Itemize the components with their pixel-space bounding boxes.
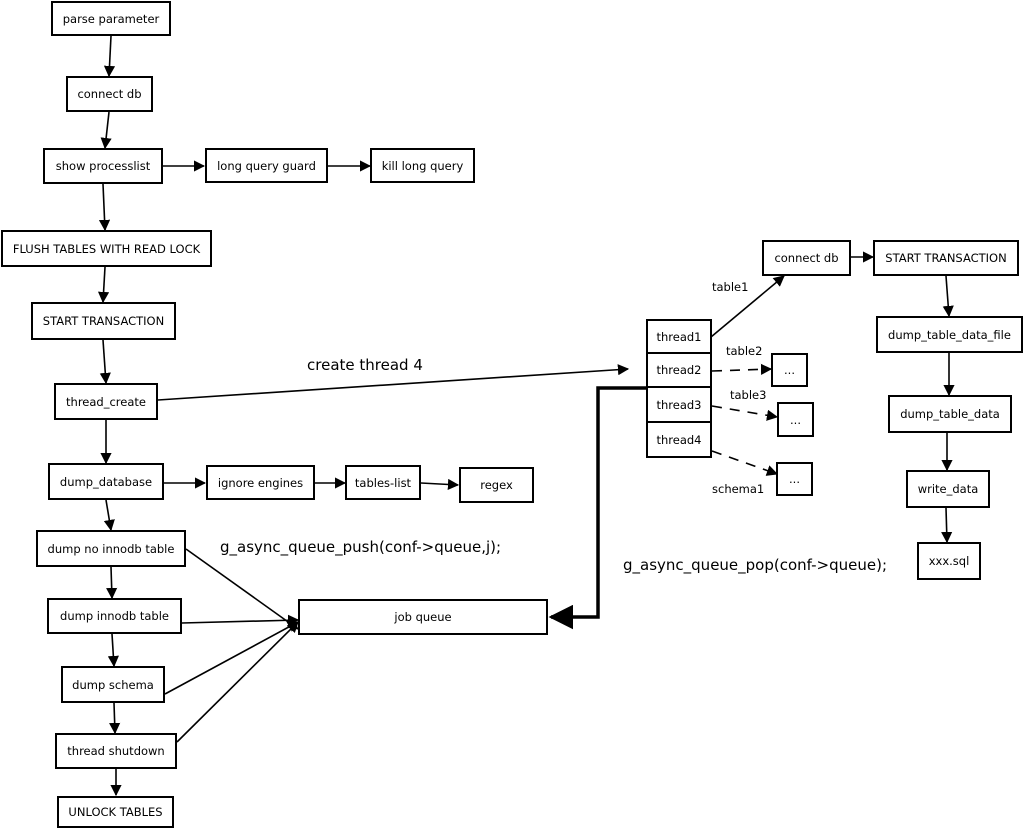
thread2-box: thread2 <box>646 352 712 388</box>
worker-connect-db-box: connect db <box>762 240 851 276</box>
dump-database-label: dump_database <box>59 474 153 489</box>
dump-schema-label: dump schema <box>72 677 154 692</box>
thread1-box: thread1 <box>646 319 712 354</box>
table3-edge-label: table3 <box>730 388 767 402</box>
dump-table-data-file-box: dump_table_data_file <box>876 316 1023 353</box>
edge-thread1-to-connectdb <box>710 275 785 338</box>
edge-dumpdb-to-noinnodb <box>103 499 115 532</box>
worker-start-transaction-box: START TRANSACTION <box>873 240 1019 276</box>
thread1-label: thread1 <box>656 329 702 344</box>
ellipsis-label: ... <box>784 363 795 377</box>
edge-parse-to-connect <box>103 35 116 78</box>
show-processlist-label: show processlist <box>55 159 151 173</box>
job-queue-label: job queue <box>394 610 452 624</box>
kill-long-query-label: kill long query <box>381 158 464 173</box>
edge-innodb-to-queue <box>181 614 300 626</box>
edge-schema-to-shutdown <box>109 702 121 735</box>
parse-parameter-box: parse parameter <box>51 1 171 36</box>
edge-thread4-to-ellipsis <box>711 450 779 476</box>
ellipsis-box-table2: ... <box>771 353 808 387</box>
edge-noinnodb-to-queue <box>185 548 299 630</box>
ellipsis-label: ... <box>789 472 800 486</box>
ellipsis-box-table3: ... <box>777 402 814 437</box>
dump-no-innodb-table-label: dump no innodb table <box>47 541 175 556</box>
worker-connect-db-label: connect db <box>774 251 839 265</box>
dump-innodb-table-label: dump innodb table <box>60 609 169 623</box>
flush-tables-label: FLUSH TABLES WITH READ LOCK <box>12 241 201 256</box>
unlock-tables-box: UNLOCK TABLES <box>57 796 174 828</box>
dump-innodb-table-box: dump innodb table <box>47 598 182 634</box>
table1-edge-label: table1 <box>712 280 749 294</box>
long-query-guard-box: long query guard <box>205 148 328 183</box>
output-sql-label: xxx.sql <box>928 554 970 568</box>
edge-showprocess-to-flush <box>98 183 111 232</box>
job-queue-box: job queue <box>298 599 548 635</box>
tables-list-box: tables-list <box>345 465 421 500</box>
worker-start-transaction-label: START TRANSACTION <box>885 251 1007 265</box>
thread-create-box: thread_create <box>54 383 158 420</box>
flush-tables-box: FLUSH TABLES WITH READ LOCK <box>1 230 212 267</box>
dump-schema-box: dump schema <box>61 666 165 703</box>
parse-parameter-label: parse parameter <box>62 11 160 26</box>
thread3-label: thread3 <box>656 397 702 412</box>
connect-db-label: connect db <box>77 87 142 101</box>
edge-noinnodb-to-innodb <box>106 566 118 600</box>
edge-starttx-to-threadcreate <box>99 339 111 385</box>
edge-innodb-to-schema <box>107 633 119 668</box>
ignore-engines-label: ignore engines <box>217 475 304 490</box>
regex-label: regex <box>480 478 513 492</box>
ellipsis-label: ... <box>790 412 801 427</box>
start-transaction-label: START TRANSACTION <box>42 314 165 328</box>
edge-tableslist-to-regex <box>420 478 460 491</box>
queue-push-call-label: g_async_queue_push(conf->queue,j); <box>220 538 502 556</box>
thread-shutdown-label: thread shutdown <box>67 744 165 758</box>
dump-table-data-file-label: dump_table_data_file <box>888 327 1011 342</box>
long-query-guard-label: long query guard <box>217 158 316 173</box>
thread-shutdown-box: thread shutdown <box>55 733 177 769</box>
thread4-label: thread4 <box>656 432 702 447</box>
table2-edge-label: table2 <box>726 344 763 358</box>
queue-pop-call-label: g_async_queue_pop(conf->queue); <box>623 556 887 574</box>
kill-long-query-box: kill long query <box>370 148 475 183</box>
edge-shutdown-to-queue <box>176 621 299 743</box>
edge-schema-to-queue <box>164 621 299 695</box>
start-transaction-box: START TRANSACTION <box>31 302 176 340</box>
output-sql-box: xxx.sql <box>917 542 981 580</box>
edge-threads-pop-queue <box>548 386 646 630</box>
connect-db-box: connect db <box>66 76 153 112</box>
thread3-box: thread3 <box>646 386 712 423</box>
dump-table-data-label: dump_table_data <box>900 407 1000 421</box>
dump-database-box: dump_database <box>48 463 164 500</box>
ignore-engines-box: ignore engines <box>206 465 315 500</box>
dump-no-innodb-table-box: dump no innodb table <box>36 530 186 567</box>
write-data-label: write_data <box>917 482 979 496</box>
regex-box: regex <box>459 467 534 503</box>
edge-thread2-to-ellipsis <box>711 363 773 375</box>
thread4-box: thread4 <box>646 421 712 458</box>
schema1-edge-label: schema1 <box>712 482 765 496</box>
create-thread-label: create thread 4 <box>307 356 423 374</box>
show-processlist-box: show processlist <box>43 148 163 184</box>
thread2-label: thread2 <box>656 363 702 377</box>
tables-list-label: tables-list <box>354 475 412 490</box>
edge-write-to-sql <box>941 507 953 544</box>
edge-connect-to-showprocess <box>100 111 112 150</box>
edge-starttx-to-dumpfile <box>942 275 954 318</box>
edge-thread3-to-ellipsis <box>711 405 779 421</box>
edge-threadcreate-to-threads <box>157 364 630 401</box>
dump-table-data-box: dump_table_data <box>888 395 1012 433</box>
ellipsis-box-schema1: ... <box>776 462 813 496</box>
write-data-box: write_data <box>906 470 990 508</box>
thread-create-label: thread_create <box>66 394 146 409</box>
edge-flush-to-starttx <box>97 266 110 304</box>
unlock-tables-label: UNLOCK TABLES <box>68 805 163 819</box>
